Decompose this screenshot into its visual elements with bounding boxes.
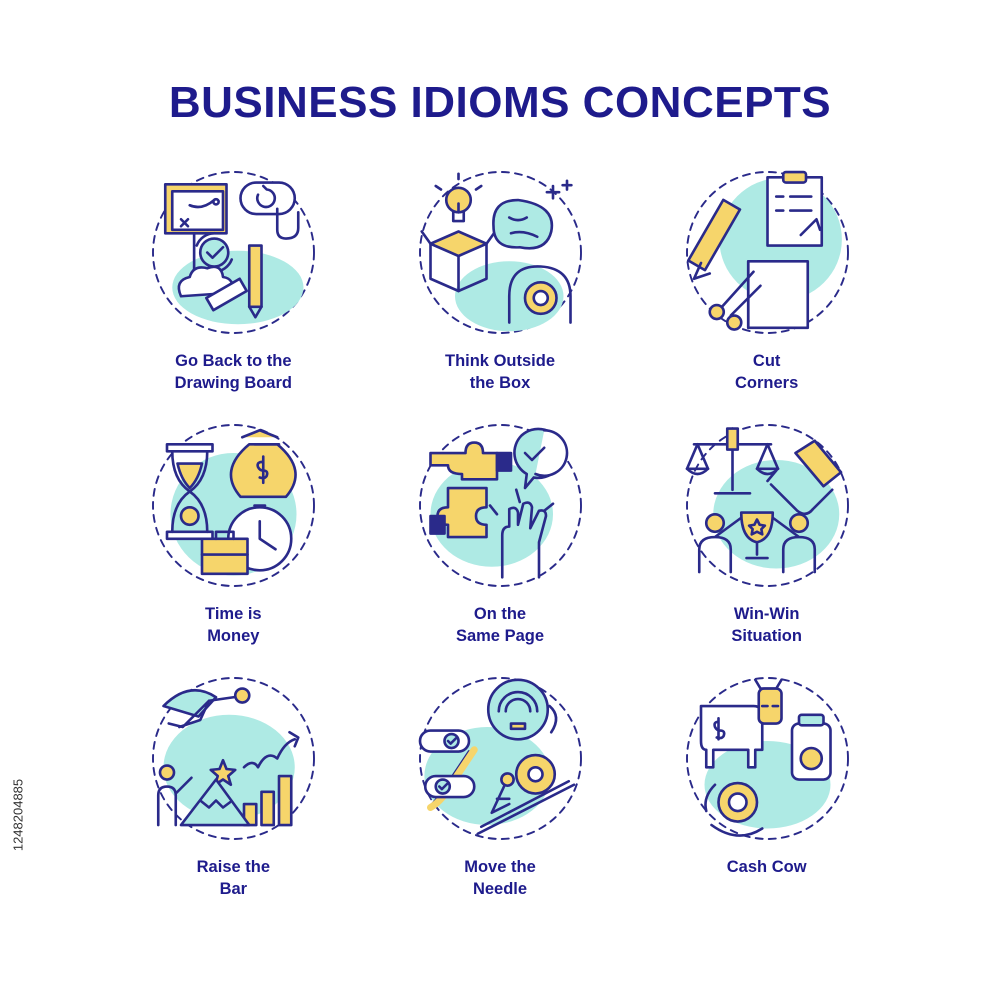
concept-card-win-win: Win-Win Situation [633, 413, 900, 666]
scissors-paper-icon [680, 165, 855, 340]
concepts-grid: Go Back to the Drawing Board [100, 160, 900, 920]
gauge-gear-icon [413, 671, 588, 846]
drawing-board-icon [146, 165, 321, 340]
concept-label: Cash Cow [726, 858, 807, 876]
concept-card-raise-the-bar: Raise the Bar [100, 666, 367, 919]
concept-card-time-is-money: Time is Money [100, 413, 367, 666]
page-title: BUSINESS IDIOMS CONCEPTS [168, 78, 832, 127]
concept-card-same-page: On the Same Page [367, 413, 634, 666]
puzzle-handshake-icon [413, 418, 588, 593]
concept-label: Time is Money [205, 605, 262, 645]
concept-card-drawing-board: Go Back to the Drawing Board [100, 160, 367, 413]
climber-growth-icon [146, 671, 321, 846]
hourglass-money-icon [146, 418, 321, 593]
concept-card-cash-cow: Cash Cow [633, 666, 900, 919]
concept-label: Win-Win Situation [731, 605, 802, 645]
concept-label: Move the Needle [464, 858, 536, 898]
concept-label: Raise the Bar [196, 858, 271, 898]
scales-trophy-icon [680, 418, 855, 593]
concept-label: Think Outside the Box [444, 352, 555, 392]
concept-card-move-the-needle: Move the Needle [367, 666, 634, 919]
concept-label: Cut Corners [735, 352, 799, 392]
cow-money-icon [680, 671, 855, 846]
concept-card-think-outside: Think Outside the Box [367, 160, 634, 413]
stock-id-watermark: 1248204885 [10, 778, 26, 852]
concept-card-cut-corners: Cut Corners [633, 160, 900, 413]
concept-label: On the Same Page [455, 605, 545, 645]
lightbulb-box-icon [413, 165, 588, 340]
concept-label: Go Back to the Drawing Board [174, 352, 292, 392]
